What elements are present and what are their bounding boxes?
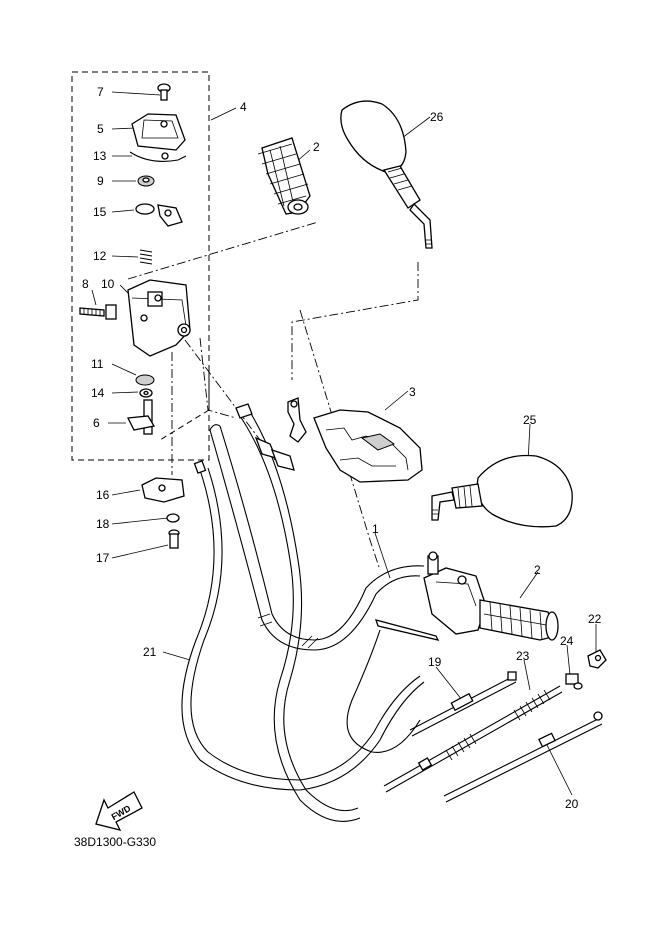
grip-2-upper — [257, 137, 311, 215]
callout-14: 14 — [91, 386, 105, 400]
callout-23: 23 — [516, 649, 530, 663]
callout-21: 21 — [143, 645, 157, 659]
callout-1: 1 — [372, 522, 379, 536]
plate-15 — [135, 203, 183, 227]
callout-9: 9 — [97, 174, 104, 188]
throttle-housing — [423, 551, 487, 635]
bolt-8 — [79, 304, 117, 320]
callout-5: 5 — [97, 122, 104, 136]
nut-9 — [137, 175, 155, 187]
adjuster-24 — [565, 673, 583, 690]
callout-2-lower: 2 — [534, 563, 541, 577]
cable-inner — [235, 403, 361, 822]
callout-15: 15 — [93, 205, 107, 219]
clamp-16 — [141, 477, 185, 503]
callout-10: 10 — [101, 277, 115, 291]
callout-19: 19 — [428, 655, 442, 669]
switch-assembly-box — [71, 71, 210, 461]
callout-8: 8 — [82, 277, 89, 291]
callout-17: 17 — [96, 551, 110, 565]
callout-2-upper: 2 — [313, 140, 320, 154]
callout-18: 18 — [96, 517, 110, 531]
box-notch — [159, 370, 210, 441]
gasket-13 — [129, 151, 187, 162]
callout-20: 20 — [565, 797, 579, 811]
alignment-lines — [127, 221, 419, 571]
spring-12 — [139, 249, 153, 265]
callout-numbers: 7 5 13 9 15 12 8 10 11 14 6 16 18 17 4 2… — [82, 85, 602, 811]
forward-arrow-icon: FWD — [95, 791, 143, 831]
callout-12: 12 — [93, 249, 107, 263]
washer-14 — [139, 388, 153, 398]
mirror-26 — [340, 100, 433, 249]
callout-26: 26 — [430, 110, 444, 124]
cable-19 — [346, 619, 517, 753]
screw-7 — [157, 83, 171, 101]
handlebar-1 — [209, 424, 425, 651]
screw-17 — [168, 529, 180, 549]
callout-22: 22 — [588, 612, 602, 626]
cable-21 — [181, 460, 425, 791]
switch-cover-5 — [131, 113, 186, 151]
callout-3: 3 — [409, 385, 416, 399]
drawing-code: 38D1300-G330 — [74, 835, 156, 849]
cable-23 — [383, 685, 563, 793]
callout-6: 6 — [93, 416, 100, 430]
handlebar-cover-3 — [313, 409, 423, 483]
washer-18 — [166, 513, 180, 523]
cap-22 — [587, 649, 607, 669]
callout-4: 4 — [240, 100, 247, 114]
leader-lines — [91, 91, 597, 796]
callout-16: 16 — [96, 488, 110, 502]
cable-bracket — [287, 397, 307, 443]
callout-13: 13 — [93, 149, 107, 163]
washer-11 — [135, 374, 155, 386]
mirror-25 — [431, 454, 573, 528]
grip-2-lower — [479, 599, 559, 641]
switch-housing-10 — [127, 279, 191, 357]
callout-25: 25 — [523, 413, 537, 427]
lever-6 — [126, 399, 156, 435]
callout-24: 24 — [560, 634, 574, 648]
callout-11: 11 — [91, 357, 104, 371]
callout-7: 7 — [97, 85, 104, 99]
cable-20 — [443, 711, 603, 803]
